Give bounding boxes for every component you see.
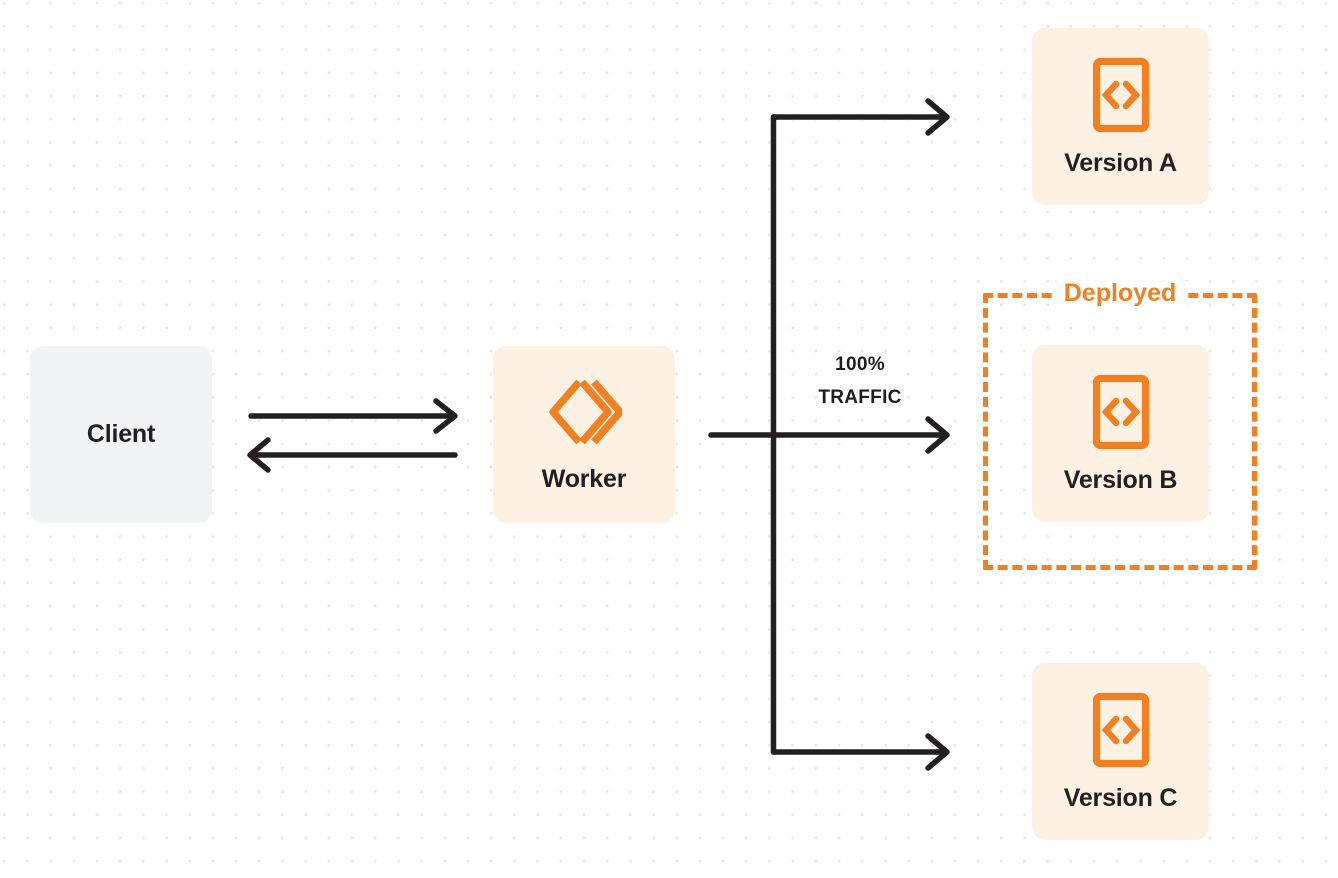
traffic-label: 100% TRAFFIC: [786, 349, 934, 414]
arrow-client-to-worker: [248, 398, 458, 434]
arrow-trunk-to-version-c: [770, 733, 950, 771]
arrow-trunk-to-version-a: [770, 98, 950, 136]
traffic-percent: 100%: [835, 354, 885, 375]
code-brackets-icon: [1092, 692, 1150, 768]
node-client[interactable]: Client: [30, 346, 212, 523]
cloudflare-workers-logo-icon: [546, 377, 622, 447]
deployed-group-label: Deployed: [1052, 281, 1188, 306]
node-version-a[interactable]: Version A: [1032, 28, 1209, 205]
code-brackets-icon: [1092, 57, 1150, 133]
client-label: Client: [86, 420, 156, 448]
worker-label: Worker: [541, 465, 627, 493]
node-version-b[interactable]: Version B: [1032, 345, 1209, 522]
group-deployed: Deployed: [983, 281, 1257, 570]
version-a-label: Version A: [1064, 149, 1177, 177]
arrow-worker-to-client: [247, 437, 458, 473]
version-c-label: Version C: [1063, 784, 1178, 812]
code-brackets-icon: [1092, 374, 1150, 450]
traffic-word: TRAFFIC: [818, 386, 902, 408]
version-b-label: Version B: [1063, 466, 1178, 494]
node-version-c[interactable]: Version C: [1032, 663, 1209, 840]
arrow-worker-to-version-b: [708, 416, 950, 454]
node-worker[interactable]: Worker: [493, 346, 675, 523]
